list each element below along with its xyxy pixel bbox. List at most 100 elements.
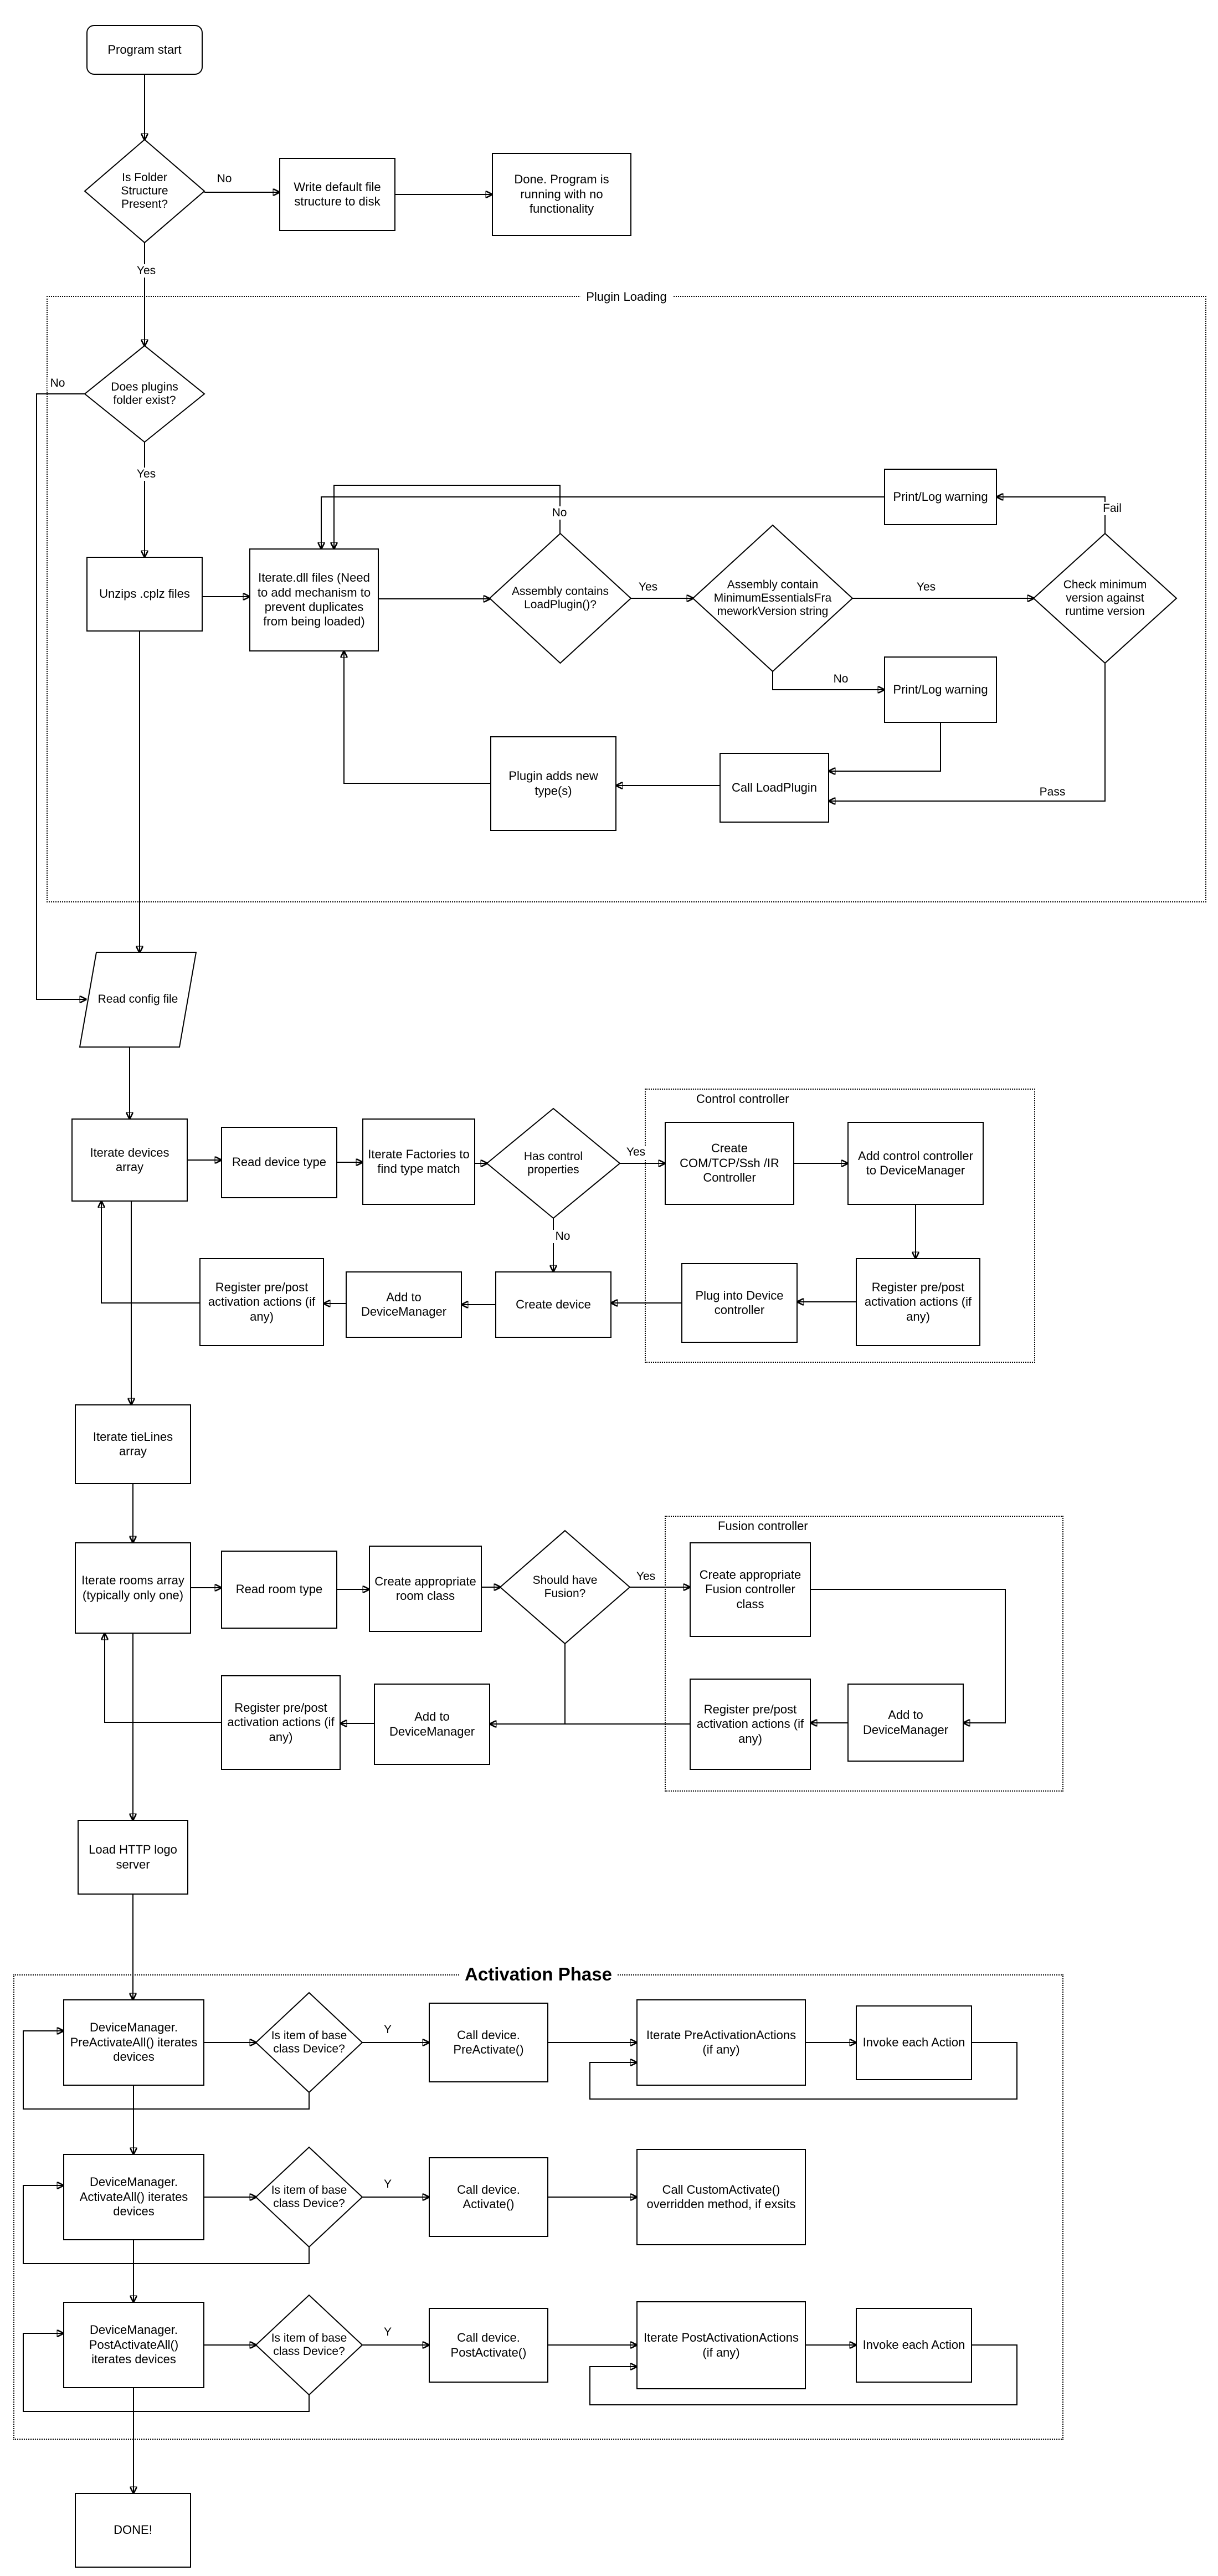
edge-label-yes-control: Yes	[623, 1146, 649, 1159]
node-invoke-action-1: Invoke each Action	[856, 2005, 972, 2080]
connector	[772, 671, 884, 690]
node-program-start: Program start	[86, 25, 203, 75]
node-print-warning-top: Print/Log warning	[884, 469, 997, 525]
group-control-controller: Control controller	[645, 1089, 1035, 1363]
node-read-room-type: Read room type	[221, 1551, 337, 1629]
connector	[829, 723, 941, 771]
edge-label-yes-minver: Yes	[913, 581, 939, 594]
node-register-prepost-control: Register pre/post activation actions (if…	[856, 1258, 980, 1346]
connector	[344, 651, 490, 784]
diamond-shape	[256, 2147, 362, 2247]
edge-label-y3: Y	[381, 2326, 395, 2339]
decision-has-control-props-label: Has control properties	[523, 1150, 583, 1176]
connector	[23, 2031, 310, 2110]
diamond-shape	[487, 1109, 620, 1218]
decision-should-have-fusion-label: Should have Fusion?	[532, 1573, 598, 1600]
node-iterate-devices: Iterate devices array	[71, 1118, 188, 1202]
group-control-controller-label: Control controller	[691, 1092, 795, 1106]
node-write-default: Write default file structure to disk	[279, 158, 395, 231]
decision-assembly-loadplugin: Assembly contains LoadPlugin()?	[490, 533, 631, 663]
io-read-config: Read config file	[80, 952, 196, 1047]
group-activation-phase-label: Activation Phase	[459, 1964, 618, 1985]
diamond-shape	[1034, 533, 1176, 663]
decision-check-min-version-label: Check minimum version against runtime ve…	[1063, 578, 1147, 618]
diamond-shape	[693, 525, 852, 671]
edge-label-yes-plugins: Yes	[133, 468, 159, 481]
edge-label-y1: Y	[381, 2023, 395, 2036]
edge-label-pass: Pass	[1036, 786, 1068, 799]
node-call-custom-activate: Call CustomActivate() overridden method,…	[636, 2149, 806, 2245]
decision-should-have-fusion: Should have Fusion?	[500, 1531, 630, 1644]
connector	[23, 2333, 310, 2412]
decision-is-base-device-2: Is item of base class Device?	[256, 2147, 362, 2247]
node-done: DONE!	[75, 2493, 191, 2568]
node-register-prepost-2: Register pre/post activation actions (if…	[221, 1675, 341, 1770]
edge-label-yes-folder: Yes	[133, 264, 159, 278]
group-fusion-controller: Fusion controller	[665, 1516, 1063, 1792]
node-call-activate: Call device. Activate()	[429, 2157, 548, 2237]
io-read-config-label: Read config file	[97, 993, 178, 1006]
connector	[321, 496, 884, 548]
edge-label-yes-fusion: Yes	[633, 1570, 659, 1583]
node-create-device: Create device	[495, 1271, 611, 1338]
decision-is-base-device-1: Is item of base class Device?	[256, 1993, 362, 2092]
decision-is-base-device-3-label: Is item of base class Device?	[271, 2331, 347, 2358]
node-done-no-functionality: Done. Program is running with no functio…	[492, 153, 631, 236]
decision-assembly-minver: Assembly contain MinimumEssentialsFramew…	[693, 525, 852, 671]
node-iterate-factories: Iterate Factories to find type match	[362, 1118, 475, 1205]
edge-label-no-folder: No	[214, 172, 235, 186]
node-register-prepost-fusion: Register pre/post activation actions (if…	[690, 1679, 811, 1770]
edge-label-no-plugins: No	[47, 377, 68, 390]
node-read-device-type: Read device type	[221, 1127, 337, 1198]
node-iterate-tielines: Iterate tieLines array	[75, 1404, 191, 1484]
connector	[23, 2185, 310, 2264]
decision-assembly-loadplugin-label: Assembly contains LoadPlugin()?	[511, 584, 609, 611]
node-activate-all: DeviceManager. ActivateAll() iterates de…	[63, 2154, 204, 2240]
decision-plugins-folder-label: Does plugins folder exist?	[111, 380, 178, 407]
node-call-preactivate: Call device. PreActivate()	[429, 2003, 548, 2082]
connector	[811, 1589, 1006, 1723]
node-postactivate-all: DeviceManager. PostActivateAll() iterate…	[63, 2302, 204, 2388]
node-print-warning-bottom: Print/Log warning	[884, 656, 997, 723]
decision-is-base-device-3: Is item of base class Device?	[256, 2295, 362, 2395]
node-unzips-cplz: Unzips .cplz files	[86, 557, 203, 632]
group-plugin-loading: Plugin Loading	[47, 290, 1206, 902]
edge-label-yes-loadplugin: Yes	[635, 581, 661, 594]
decision-is-base-device-1-label: Is item of base class Device?	[271, 2029, 347, 2055]
node-call-postactivate: Call device. PostActivate()	[429, 2308, 548, 2383]
group-activation-phase: Activation Phase	[13, 1964, 1063, 2440]
node-add-to-devicemanager-fusion: Add to DeviceManager	[847, 1684, 964, 1762]
node-create-com-controller: Create COM/TCP/Ssh /IR Controller	[665, 1122, 794, 1205]
node-create-fusion-class: Create appropriate Fusion controller cla…	[690, 1542, 811, 1637]
node-add-control-controller: Add control controller to DeviceManager	[847, 1122, 984, 1205]
diamond-shape	[500, 1531, 630, 1644]
edge-label-no-minver: No	[830, 673, 851, 686]
node-invoke-action-2: Invoke each Action	[856, 2308, 972, 2383]
node-iterate-dll: Iterate.dll files (Need to add mechanism…	[249, 548, 379, 651]
connector	[36, 393, 86, 999]
node-create-room-class: Create appropriate room class	[369, 1546, 482, 1632]
edge-label-no-loadplugin: No	[549, 506, 570, 520]
decision-folder-structure-label: Is Folder Structure Present?	[121, 171, 168, 211]
diamond-shape	[490, 533, 631, 663]
connector	[589, 2344, 1017, 2405]
edge-label-fail: Fail	[1100, 502, 1124, 515]
decision-folder-structure: Is Folder Structure Present?	[85, 140, 204, 243]
diamond-shape	[85, 140, 204, 243]
group-plugin-loading-label: Plugin Loading	[580, 290, 672, 304]
parallelogram-shape	[80, 952, 196, 1047]
node-iterate-postactions: Iterate PostActivationActions (if any)	[636, 2301, 806, 2389]
decision-check-min-version: Check minimum version against runtime ve…	[1034, 533, 1176, 663]
node-plug-into-device: Plug into Device controller	[681, 1263, 798, 1343]
diamond-shape	[85, 346, 204, 442]
node-load-http: Load HTTP logo server	[78, 1820, 188, 1895]
node-iterate-rooms: Iterate rooms array (typically only one)	[75, 1542, 191, 1634]
edge-label-y2: Y	[381, 2178, 395, 2191]
node-add-to-devicemanager-1: Add to DeviceManager	[346, 1271, 462, 1338]
decision-is-base-device-2-label: Is item of base class Device?	[271, 2183, 347, 2210]
edge-label-no-control: No	[552, 1230, 573, 1243]
node-register-prepost-1: Register pre/post activation actions (if…	[199, 1258, 324, 1346]
node-add-to-devicemanager-2: Add to DeviceManager	[374, 1684, 490, 1765]
